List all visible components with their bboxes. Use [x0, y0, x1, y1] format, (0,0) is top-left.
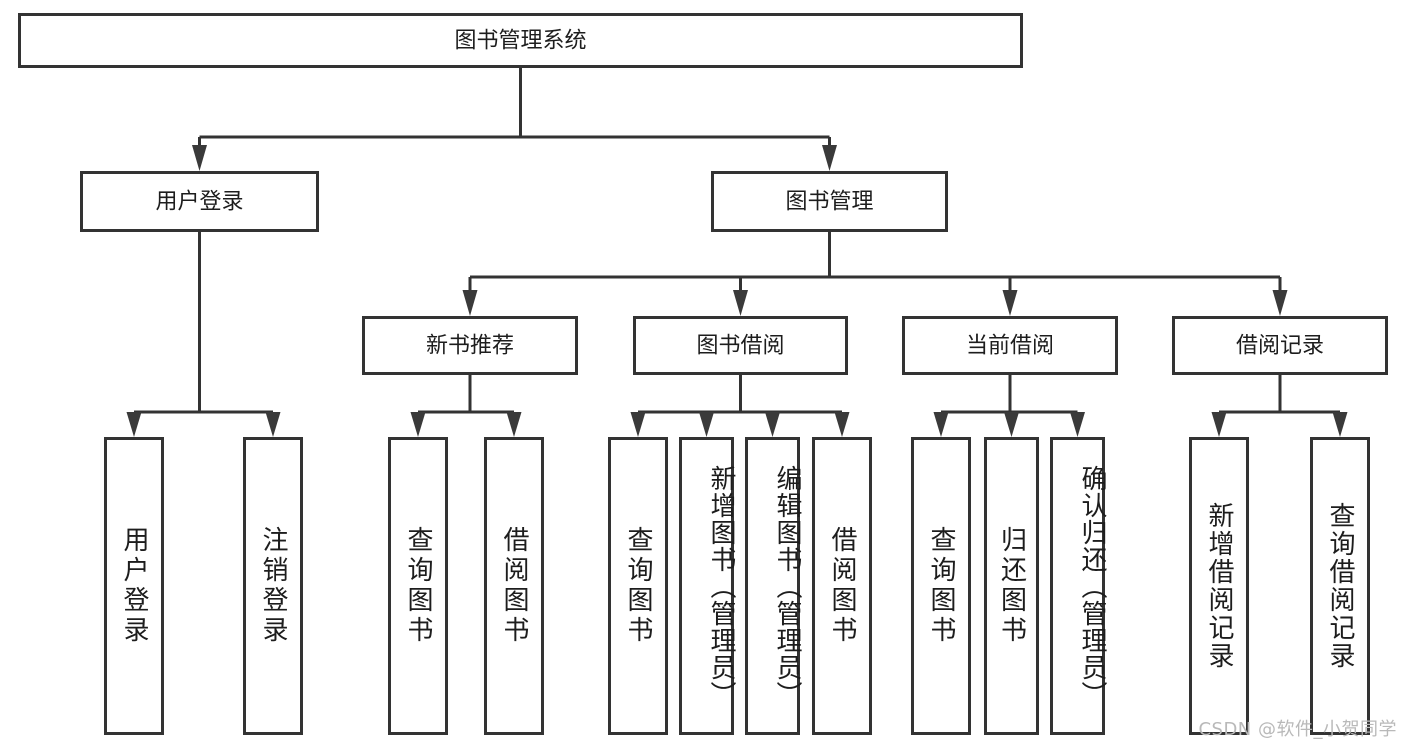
conn-node-E5BD93E5898DE5809FE99885-leaf-1-arrowhead [1004, 412, 1019, 437]
conn-node-E59BBEE4B9A6E5809FE99885-leaf-3-arrowhead [834, 412, 850, 437]
conn-mgr-to-2-arrowhead [1002, 290, 1018, 316]
node-E794A8E688B7E799BBE5BD95-l2-0-box[interactable] [80, 171, 319, 232]
conn-node-E696B0E4B9A6E68EA8E88D90-leaf-1-arrowhead [506, 412, 522, 437]
conn-node-E794A8E688B7E799BBE5BD95-leaf-0-arrowhead [126, 412, 142, 437]
conn-mgr-to-0-arrowhead [462, 290, 478, 316]
node-E5809FE99885E8AEB0E5BD95-l3-3-box[interactable] [1172, 316, 1388, 375]
node-E59BBEE4B9A6E7AEA1E79086E7B3BBE7BB9F-root-label: 图书管理系统 [454, 29, 586, 54]
node-box-layer [18, 13, 1388, 735]
leaf-3-box[interactable] [484, 437, 544, 735]
leaf-4-box[interactable] [608, 437, 668, 735]
node-E59BBEE4B9A6E7AEA1E79086E7B3BBE7BB9F-root-box[interactable] [18, 13, 1023, 68]
node-E696B0E4B9A6E68EA8E88D90-l3-0-box[interactable] [362, 316, 578, 375]
conn-mgr-to-1-arrowhead [733, 290, 748, 316]
conn-node-E5809FE99885E8AEB0E5BD95-leaf-0-arrowhead [1211, 412, 1227, 437]
node-E5BD93E5898DE5809FE99885-l3-2-label: 当前借阅 [966, 334, 1054, 359]
watermark-text: CSDN @软件_小贺同学 [1198, 719, 1397, 740]
leaf-7-box[interactable] [812, 437, 872, 735]
leaf-6-box[interactable] [745, 437, 800, 735]
conn-mgr-to-3-arrowhead [1272, 290, 1288, 316]
node-E5809FE99885E8AEB0E5BD95-l3-3-label: 借阅记录 [1236, 334, 1324, 359]
node-E59BBEE4B9A6E7AEA1E79086-l2-1-box[interactable] [711, 171, 948, 232]
node-E59BBEE4B9A6E7AEA1E79086-l2-1-label: 图书管理 [785, 190, 873, 215]
leaf-10-box[interactable] [1050, 437, 1105, 735]
leaf-9-box[interactable] [984, 437, 1039, 735]
conn-node-E59BBEE4B9A6E5809FE99885-leaf-2-arrowhead [765, 412, 780, 437]
node-E59BBEE4B9A6E5809FE99885-l3-1-label: 图书借阅 [696, 334, 784, 359]
conn-root-to-1-arrowhead [822, 145, 837, 171]
leaf-11-box[interactable] [1189, 437, 1249, 735]
leaf-2-box[interactable] [388, 437, 448, 735]
conn-node-E5809FE99885E8AEB0E5BD95-leaf-1-arrowhead [1332, 412, 1348, 437]
conn-root-to-0-arrowhead [192, 145, 207, 171]
connector-layer [126, 68, 1348, 437]
leaf-12-box[interactable] [1310, 437, 1370, 735]
conn-node-E5BD93E5898DE5809FE99885-leaf-2-arrowhead [1070, 412, 1085, 437]
conn-node-E5BD93E5898DE5809FE99885-leaf-0-arrowhead [933, 412, 949, 437]
conn-node-E59BBEE4B9A6E5809FE99885-leaf-1-arrowhead [699, 412, 714, 437]
leaf-5-box[interactable] [679, 437, 734, 735]
leaf-1-box[interactable] [243, 437, 303, 735]
node-E794A8E688B7E799BBE5BD95-l2-0-label: 用户登录 [155, 190, 243, 215]
conn-node-E696B0E4B9A6E68EA8E88D90-leaf-0-arrowhead [410, 412, 426, 437]
node-E696B0E4B9A6E68EA8E88D90-l3-0-label: 新书推荐 [426, 334, 514, 359]
leaf-0-box[interactable] [104, 437, 164, 735]
conn-node-E59BBEE4B9A6E5809FE99885-leaf-0-arrowhead [630, 412, 646, 437]
node-E5BD93E5898DE5809FE99885-l3-2-box[interactable] [902, 316, 1118, 375]
leaf-8-box[interactable] [911, 437, 971, 735]
conn-node-E794A8E688B7E799BBE5BD95-leaf-1-arrowhead [265, 412, 281, 437]
node-E59BBEE4B9A6E5809FE99885-l3-1-box[interactable] [633, 316, 848, 375]
